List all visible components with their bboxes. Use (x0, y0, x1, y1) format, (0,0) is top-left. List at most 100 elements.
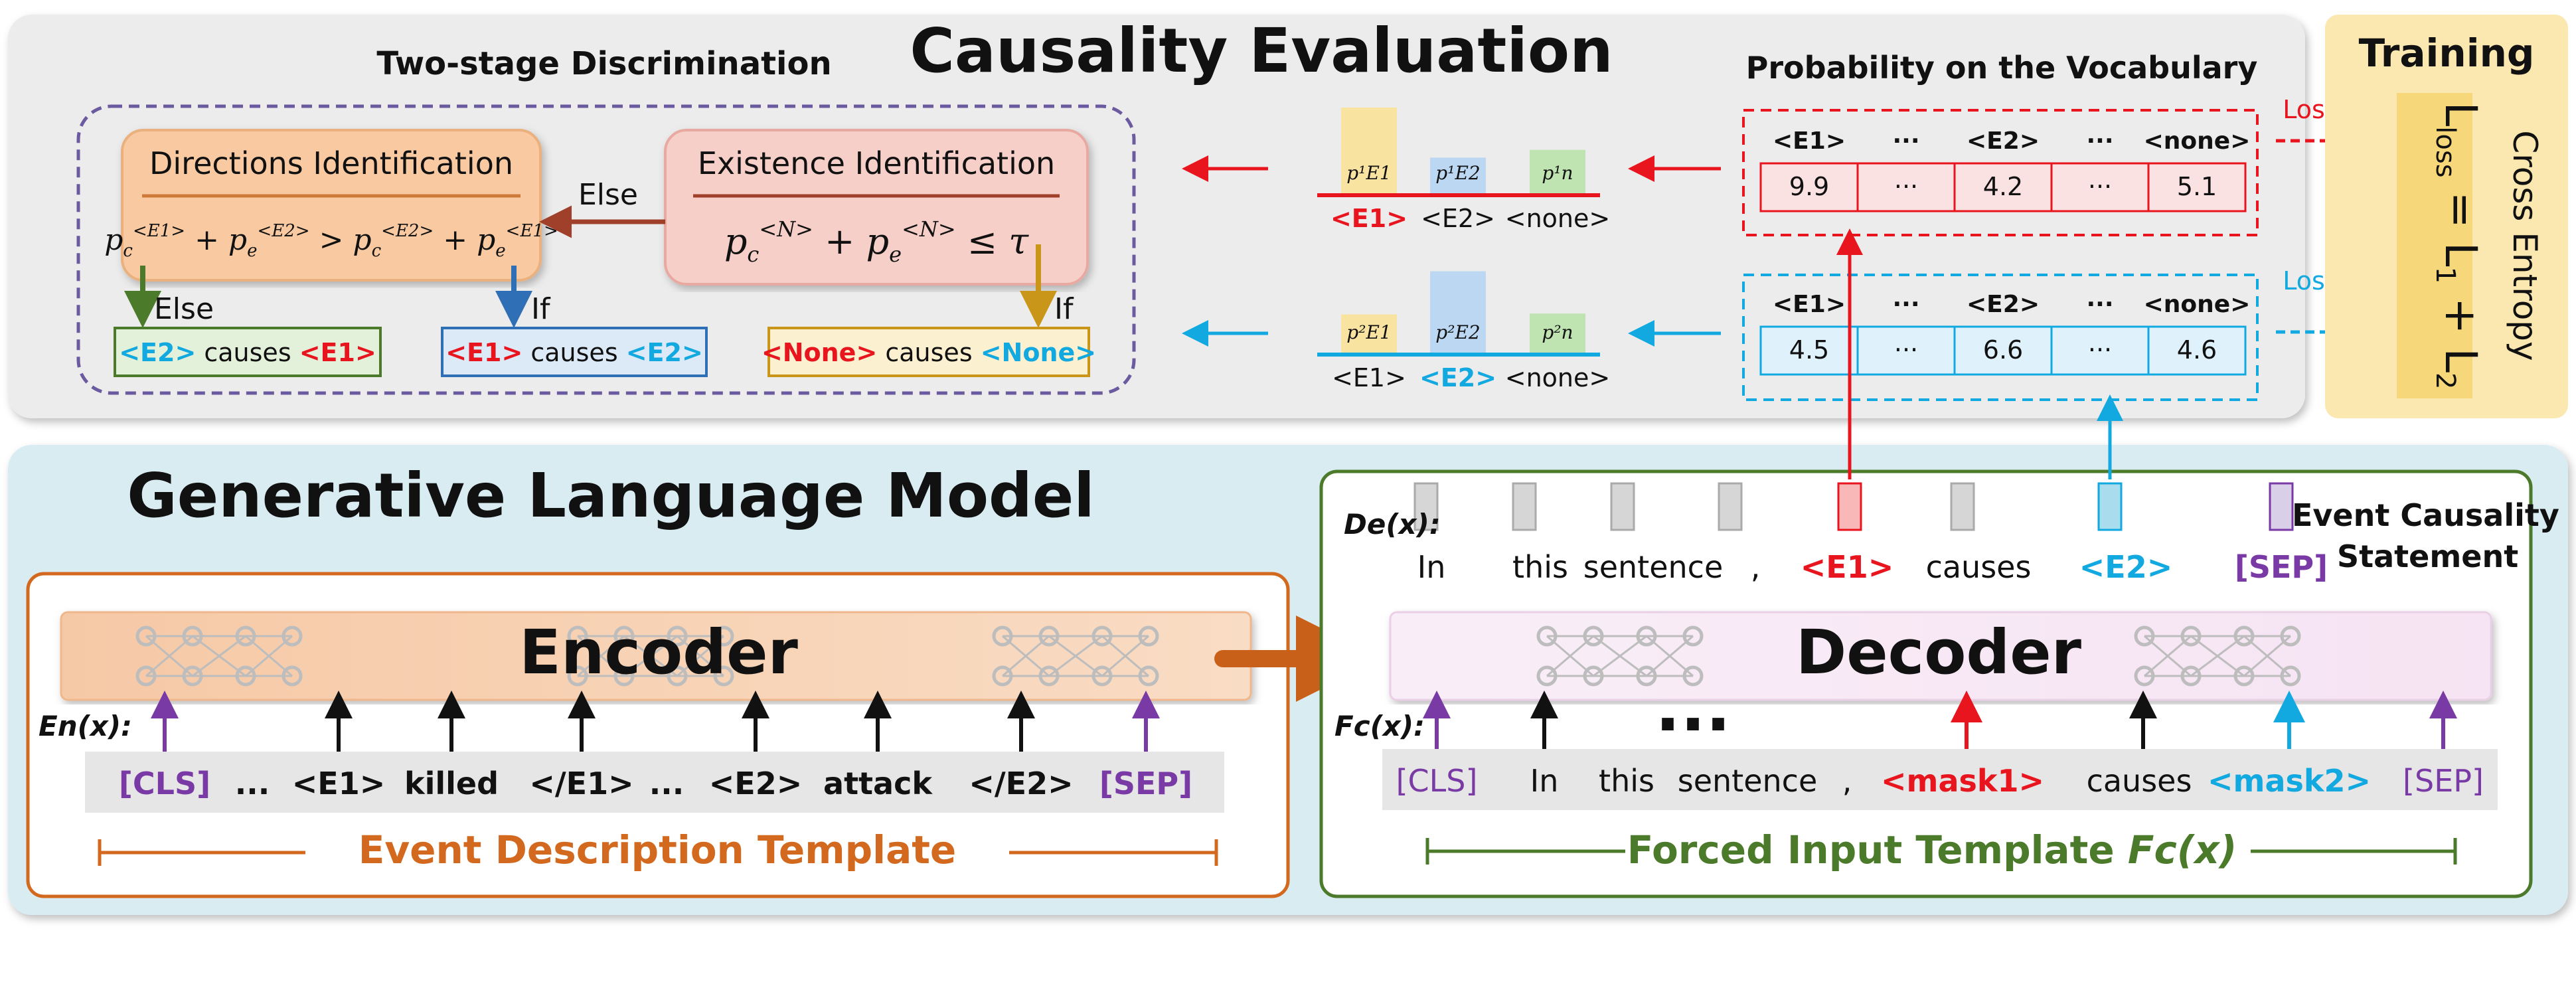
network-node (2233, 625, 2255, 647)
encoder-token: </E1> (529, 766, 633, 801)
existence-box (664, 129, 1089, 286)
event-causality-label: Event Causality (2292, 497, 2559, 533)
table-header: <E1> (1773, 127, 1846, 155)
network-node (182, 625, 203, 647)
table-cell-value: 5.1 (2177, 172, 2217, 201)
network-node (1138, 625, 1159, 647)
network-node (667, 625, 688, 647)
output-e1-causes-e2: <E1> causes <E2> (445, 338, 703, 367)
encoder-label: Encoder (519, 617, 798, 688)
network-node (2280, 665, 2301, 687)
table-cell-value: ··· (1894, 172, 1918, 201)
network-node (2180, 625, 2202, 647)
table-cell (1856, 162, 1956, 212)
output-none: <None> causes <None> (762, 338, 1096, 367)
dex-label: De(x): (1344, 508, 1441, 540)
two-stage-title: Two-stage Discrimination (376, 45, 831, 82)
forced-template-bracket (1425, 838, 2457, 865)
network-node (235, 665, 256, 687)
decoder-block (1389, 611, 2492, 701)
table-cell-value: 6.6 (1983, 335, 2023, 365)
vocab-table-2: <E1>···<E2>···<none>4.5···6.6···4.6 (1759, 291, 2250, 376)
decoder-output-cell (1837, 482, 1862, 531)
network-node (1038, 665, 1060, 687)
output-none-box (767, 327, 1090, 377)
network-node (2280, 625, 2301, 647)
network-node (1536, 665, 1558, 687)
network-node (992, 625, 1013, 647)
table-cell-value: ··· (2088, 172, 2112, 201)
network-node (135, 665, 157, 687)
prob-bar-label: <none> (1505, 204, 1610, 233)
network-node (1682, 625, 1704, 647)
encoder-token: attack (823, 766, 933, 801)
causality-panel (8, 15, 2305, 418)
decoder-token: <mask1> (1881, 763, 2044, 799)
table-cell (1759, 325, 1859, 376)
decoder-output-cells (1413, 482, 2294, 531)
network-node (2233, 665, 2255, 687)
table-cell-value: 9.9 (1789, 172, 1829, 201)
existence-title: Existence Identification (698, 145, 1055, 181)
training-formula: Lloss = L1 + L2 (2430, 102, 2486, 389)
network-node (713, 625, 734, 647)
network-node (1091, 625, 1113, 647)
prob-bar-label: <none> (1505, 363, 1610, 392)
table-cell (2147, 325, 2247, 376)
directions-box (121, 129, 542, 282)
decoder-output-token: <E1> (1801, 549, 1894, 585)
if-label-right: If (1054, 292, 1074, 326)
prob-bar-sub: p²E1 (1346, 321, 1391, 343)
network-node (135, 625, 157, 647)
fcx-label: Fc(x): (1334, 710, 1425, 742)
network-node (282, 625, 303, 647)
table-cell (2050, 162, 2150, 212)
network-node (1536, 625, 1558, 647)
decoder-output-cell (2269, 482, 2294, 531)
decoder-dots: ... (1655, 669, 1731, 746)
table-cell-value: ··· (1894, 335, 1918, 365)
encoder-token: [SEP] (1099, 766, 1192, 801)
directions-title: Directions Identification (149, 145, 513, 181)
prob-bar-label: <E2> (1421, 204, 1495, 233)
prob-bar (1341, 108, 1397, 194)
network-node (1636, 625, 1657, 647)
decoder-output-token: causes (1926, 549, 2032, 585)
network-node (992, 665, 1013, 687)
decoder-token: [CLS] (1396, 763, 1478, 799)
network-node (282, 665, 303, 687)
decoder-output-cell (1950, 482, 1975, 531)
encoder-token-strip (85, 752, 1224, 813)
network-node (613, 625, 635, 647)
training-side-label: Cross Entropy (2506, 130, 2544, 361)
decoder-output-token: <E2> (2079, 549, 2173, 585)
table-header: <E2> (1967, 127, 2040, 155)
encoder-token: </E2> (969, 766, 1073, 801)
table-header: ··· (1892, 127, 1919, 155)
decoder-output-cell (1413, 482, 1439, 531)
prob-bar-sub: p²E2 (1435, 321, 1480, 343)
decoder-network-icons (1536, 625, 2301, 687)
prob-bar (1430, 157, 1486, 194)
table-cell-value: 4.2 (1983, 172, 2023, 201)
encoder-token: <E1> (292, 766, 386, 801)
network-node (567, 665, 588, 687)
network-node (2134, 625, 2155, 647)
network-node (1583, 625, 1604, 647)
encoder-token: ... (649, 766, 684, 801)
prob-bar (1341, 314, 1397, 353)
else-label-left: Else (154, 292, 214, 326)
decoder-token: In (1530, 763, 1559, 799)
event-template-bracket (98, 839, 1218, 866)
decoder-output-token: In (1417, 549, 1446, 585)
prob-bars-1: p¹E1<E1>p¹E2<E2>p¹n<none> (1317, 108, 1610, 233)
prob-bar-sub: p¹E2 (1435, 162, 1480, 184)
table-header: <E1> (1773, 291, 1846, 318)
decoder-output-token: [SEP] (2235, 549, 2328, 585)
table-header: ··· (1892, 291, 1919, 318)
decoder-output-cell (1512, 482, 1537, 531)
vocab-table-1: <E1>···<E2>···<none>9.9···4.2···5.1 (1759, 127, 2250, 212)
network-node (1636, 665, 1657, 687)
